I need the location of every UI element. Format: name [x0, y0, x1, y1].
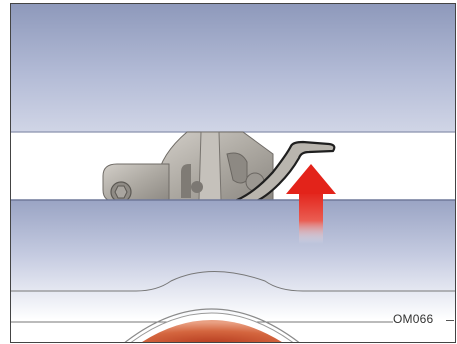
figure-code-tick	[446, 320, 454, 321]
figure-code: OM066	[393, 312, 433, 326]
hood-latch-icon	[103, 132, 273, 202]
hood-latch-illustration	[11, 4, 456, 343]
hood-panel-lower	[11, 200, 456, 320]
figure-frame	[10, 3, 456, 343]
hood-panel-upper	[11, 4, 456, 132]
